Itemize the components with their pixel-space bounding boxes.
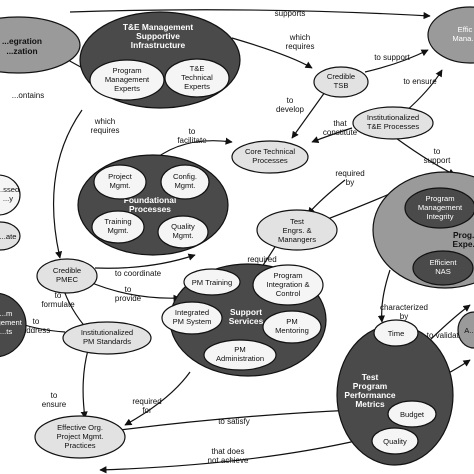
node-integration-org bbox=[0, 16, 81, 74]
svg-text:Time: Time bbox=[388, 329, 405, 338]
node-prog-integration bbox=[252, 264, 324, 306]
node-config-mgmt bbox=[160, 164, 210, 200]
svg-text:...m...gement...ts: ...m...gement...ts bbox=[0, 309, 23, 336]
svg-text:A...: A... bbox=[464, 326, 474, 335]
node-pm-experts bbox=[89, 59, 165, 101]
svg-text:...egration...zation: ...egration...zation bbox=[2, 36, 42, 56]
node-effective-org bbox=[34, 415, 126, 459]
edge-to-support-1 bbox=[364, 49, 429, 73]
edge-required-by-1 bbox=[307, 179, 346, 215]
edge-label-to-validate: to validate bbox=[427, 331, 464, 340]
node-pm-training bbox=[183, 268, 241, 296]
edge-supports bbox=[69, 9, 431, 20]
svg-text:Config.Mgmt.: Config.Mgmt. bbox=[173, 172, 197, 190]
node-inst-pm bbox=[62, 321, 152, 355]
svg-text:PM Training: PM Training bbox=[192, 278, 233, 287]
edge-label-to-ensure-1: to ensure bbox=[403, 77, 437, 86]
node-time bbox=[373, 319, 419, 347]
edge-to-coordinate bbox=[94, 253, 196, 269]
node-quality-mgmt bbox=[157, 215, 209, 249]
svg-text:Budget: Budget bbox=[400, 410, 425, 419]
node-quality bbox=[371, 427, 419, 455]
edge-to-ensure-2 bbox=[80, 349, 89, 419]
node-efficient-nas bbox=[412, 250, 474, 286]
edge-that-does-not-achieve bbox=[99, 439, 361, 474]
node-pm-admin bbox=[203, 339, 277, 371]
edge-to-develop bbox=[291, 91, 326, 139]
edge-label-contains: ...ontains bbox=[12, 91, 44, 100]
node-effic-mgmt bbox=[427, 6, 474, 64]
svg-text:Prog...Expe...: Prog...Expe... bbox=[453, 230, 474, 249]
edge-label-to-satisfy: to satisfy bbox=[218, 417, 250, 426]
node-left-a bbox=[0, 174, 21, 216]
svg-text:...ate: ...ate bbox=[0, 232, 16, 241]
svg-text:Quality: Quality bbox=[383, 437, 407, 446]
node-training-mgmt bbox=[91, 210, 145, 244]
node-credible-tsb bbox=[313, 66, 369, 98]
node-budget bbox=[387, 400, 437, 428]
edge-which-requires-1 bbox=[231, 37, 313, 69]
node-inst-te bbox=[352, 106, 434, 140]
node-right-edge-a bbox=[457, 311, 474, 349]
edge-label-to-coordinate: to coordinate bbox=[115, 269, 162, 278]
edge-label-supports: supports bbox=[275, 9, 306, 18]
node-core-tech bbox=[231, 140, 309, 174]
node-te-experts bbox=[164, 58, 230, 98]
edge-characterized-by bbox=[377, 269, 391, 323]
node-test-engrs bbox=[256, 209, 338, 251]
edge-label-to-support-1: to support bbox=[374, 53, 410, 62]
node-project-mgmt bbox=[93, 164, 147, 200]
svg-text:...ssed...y: ...ssed...y bbox=[0, 185, 19, 203]
edge-required-for bbox=[124, 371, 191, 426]
node-left-b bbox=[0, 221, 21, 251]
edge-to-satisfy bbox=[119, 406, 356, 431]
node-credible-pmec bbox=[36, 258, 98, 294]
node-left-dark bbox=[0, 292, 27, 358]
node-pm-mentoring bbox=[262, 310, 322, 344]
node-prog-mgmt-integrity bbox=[404, 187, 474, 229]
edge-which-requires-2 bbox=[52, 109, 83, 259]
edge-that-constitute bbox=[311, 127, 353, 144]
svg-text:Effective Org.Project Mgmt.Pra: Effective Org.Project Mgmt.Practices bbox=[57, 423, 104, 450]
node-integrated-pm bbox=[161, 301, 223, 335]
